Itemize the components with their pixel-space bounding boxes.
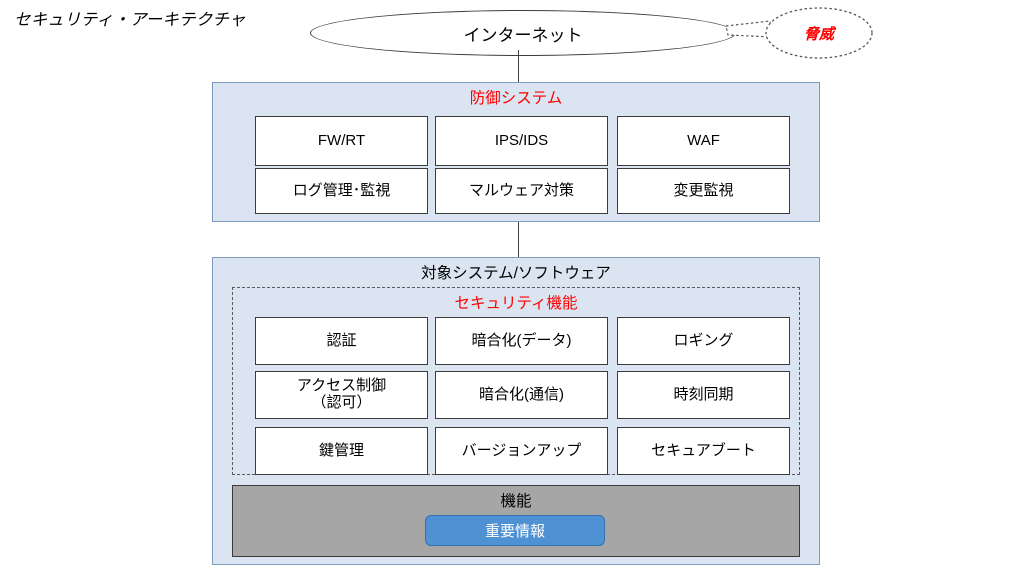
defense-system-title: 防御システム bbox=[469, 90, 563, 107]
defense-item-waf[interactable]: WAF bbox=[617, 116, 790, 166]
defense-item-ips-ids[interactable]: IPS/IDS bbox=[435, 116, 608, 166]
connector-defense-to-target bbox=[518, 222, 519, 257]
threat-callout: 脅威 bbox=[725, 7, 873, 59]
defense-item-malware-protection[interactable]: マルウェア対策 bbox=[435, 168, 608, 214]
security-item-encryption-data[interactable]: 暗合化(データ) bbox=[435, 317, 608, 365]
defense-item-fw-rt[interactable]: FW/RT bbox=[255, 116, 428, 166]
security-item-access-control[interactable]: アクセス制御 （認可） bbox=[255, 371, 428, 419]
security-item-access-control-line1: アクセス制御 bbox=[296, 377, 387, 395]
function-area-title: 機能 bbox=[500, 493, 532, 510]
security-item-time-sync[interactable]: 時刻同期 bbox=[617, 371, 790, 419]
defense-item-change-monitoring[interactable]: 変更監視 bbox=[617, 168, 790, 214]
page-title: セキュリティ・アーキテクチャ bbox=[14, 11, 246, 29]
internet-ellipse: インターネット bbox=[310, 10, 736, 56]
critical-info-box[interactable]: 重要情報 bbox=[425, 515, 605, 546]
security-item-version-up[interactable]: バージョンアップ bbox=[435, 427, 608, 475]
threat-label: 脅威 bbox=[803, 25, 834, 43]
security-item-authentication[interactable]: 認証 bbox=[255, 317, 428, 365]
internet-label: インターネット bbox=[463, 25, 583, 45]
security-item-access-control-line2: （認可） bbox=[311, 394, 372, 411]
security-item-key-management[interactable]: 鍵管理 bbox=[255, 427, 428, 475]
security-item-encryption-comm[interactable]: 暗合化(通信) bbox=[435, 371, 608, 419]
connector-internet-to-defense bbox=[518, 50, 519, 83]
target-system-title: 対象システム/ソフトウェア bbox=[421, 265, 611, 282]
security-item-logging[interactable]: ロギング bbox=[617, 317, 790, 365]
security-item-secure-boot[interactable]: セキュアブート bbox=[617, 427, 790, 475]
defense-item-log-management[interactable]: ログ管理･監視 bbox=[255, 168, 428, 214]
dashed-callout-icon bbox=[725, 7, 873, 59]
security-functions-title: セキュリティ機能 bbox=[454, 295, 578, 312]
